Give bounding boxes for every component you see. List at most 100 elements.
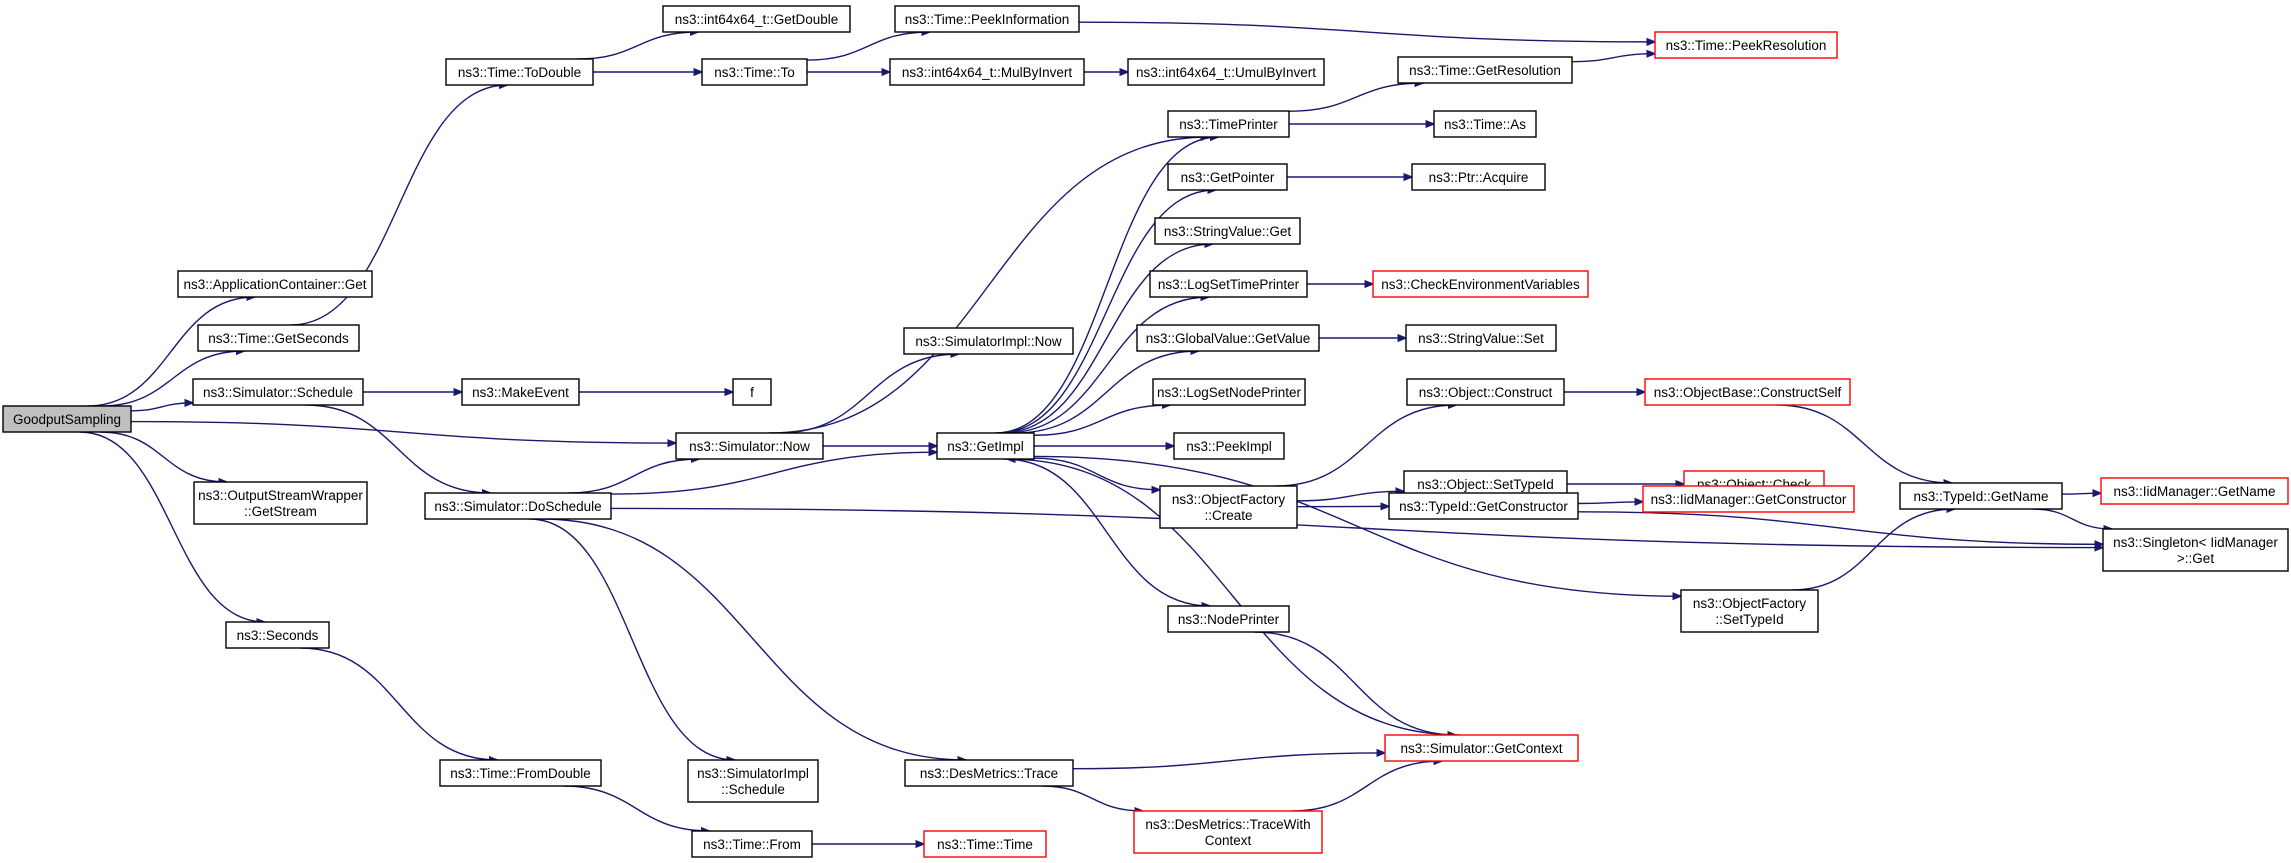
edge-tracewithcontext-to-getcontext [1291,761,1442,812]
node-label: ns3::ObjectBase::ConstructSelf [1654,385,1842,400]
node-singletonget[interactable]: ns3::Singleton< IidManager >::Get [2102,528,2289,572]
node-schedule[interactable]: ns3::Simulator::Schedule [192,378,364,406]
node-timeto[interactable]: ns3::Time::To [701,58,808,86]
node-peekinfo[interactable]: ns3::Time::PeekInformation [894,5,1080,33]
node-appget[interactable]: ns3::ApplicationContainer::Get [177,270,373,298]
node-timeas[interactable]: ns3::Time::As [1433,110,1537,138]
edge-typeidgetname-to-singletonget [2032,508,2112,529]
node-getpointer[interactable]: ns3::GetPointer [1167,163,1288,191]
edge-desmetricstrace-to-tracewithcontext [1041,785,1143,811]
edge-doschedule-to-simnow [568,459,699,494]
node-logsettimeprinter[interactable]: ns3::LogSetTimePrinter [1149,270,1308,298]
edge-doschedule-to-getimpl [610,452,937,495]
node-stringvalueget[interactable]: ns3::StringValue::Get [1154,217,1301,245]
node-label: ns3::Object::Construct [1419,385,1553,400]
edge-desmetricstrace-to-getcontext [1072,753,1385,770]
node-box [687,759,819,803]
node-simnow[interactable]: ns3::Simulator::Now [675,432,824,460]
node-nodeprinter[interactable]: ns3::NodePrinter [1167,605,1290,633]
node-getimpl[interactable]: ns3::GetImpl [936,432,1035,460]
edge-goodput-to-getseconds [100,351,245,407]
node-timefrom[interactable]: ns3::Time::From [691,830,813,858]
node-box [1433,110,1537,138]
node-typeidgetname[interactable]: ns3::TypeId::GetName [1899,482,2063,510]
node-label: ns3::int64x64_t::UmulByInvert [1136,65,1316,80]
node-box [691,830,813,858]
node-box [1680,589,1819,633]
node-simimplnow[interactable]: ns3::SimulatorImpl::Now [903,327,1074,355]
node-checkenv[interactable]: ns3::CheckEnvironmentVariables [1372,270,1589,298]
node-box [177,270,373,298]
node-label: ::Create [1204,508,1252,523]
node-mulbyinvert[interactable]: ns3::int64x64_t::MulByInvert [889,58,1085,86]
edge-goodput-to-appget [87,297,255,407]
edge-getimpl-to-globalvalue [1014,351,1199,434]
node-goodput[interactable]: GoodputSampling [2,405,132,433]
node-label: ns3::NodePrinter [1178,612,1280,627]
node-timeprinter[interactable]: ns3::TimePrinter [1167,110,1290,138]
node-getcontext[interactable]: ns3::Simulator::GetContext [1384,734,1579,762]
node-simimplschedule[interactable]: ns3::SimulatorImpl::Schedule [687,759,819,803]
edge-goodput-to-seconds [79,431,265,622]
edge-getcontext-to-getimpl [1007,459,1461,736]
node-objfactorycreate[interactable]: ns3::ObjectFactory::Create [1159,485,1298,529]
node-doschedule[interactable]: ns3::Simulator::DoSchedule [424,492,612,520]
node-stream[interactable]: ns3::OutputStreamWrapper::GetStream [193,481,368,525]
node-label: ns3::SimulatorImpl [697,766,809,781]
node-box [1405,324,1557,352]
edge-getimpl-to-logsetnodeprinter [1033,405,1170,436]
node-box [923,830,1047,858]
node-seconds[interactable]: ns3::Seconds [225,621,330,649]
node-box [2102,528,2289,572]
node-label: ns3::Simulator::Now [689,439,810,454]
node-todouble[interactable]: ns3::Time::ToDouble [445,58,594,86]
node-box [1167,110,1290,138]
node-ptracquire[interactable]: ns3::Ptr::Acquire [1411,163,1546,191]
node-timetime[interactable]: ns3::Time::Time [923,830,1047,858]
node-getseconds[interactable]: ns3::Time::GetSeconds [197,324,360,352]
node-label: ns3::GetPointer [1181,170,1275,185]
node-box [1388,492,1579,520]
node-objfactorysettypeid[interactable]: ns3::ObjectFactory::SetTypeId [1680,589,1819,633]
node-fromdouble[interactable]: ns3::Time::FromDouble [439,759,602,787]
node-iidgetconstructor[interactable]: ns3::IidManager::GetConstructor [1642,485,1855,513]
node-label: ns3::ObjectFactory [1693,596,1807,611]
node-label: ns3::Time::GetResolution [1409,63,1561,78]
node-box [445,58,594,86]
edge-getimpl-to-stringvalueget [1000,244,1213,434]
edge-constructself-to-typeidgetname [1776,404,1952,483]
node-typeidgetconstructor[interactable]: ns3::TypeId::GetConstructor [1388,492,1579,520]
edge-getimpl-to-nodeprinter [1003,458,1210,606]
node-getresolution[interactable]: ns3::Time::GetResolution [1397,56,1573,84]
node-label: ns3::Simulator::GetContext [1400,741,1562,756]
edge-simnow-to-simimplnow [779,354,959,434]
node-box [903,327,1074,355]
edge-typeidgetname-to-iidgetname [2061,493,2101,494]
node-globalvalue[interactable]: ns3::GlobalValue::GetValue [1136,324,1320,352]
node-box [1167,163,1288,191]
edge-getimpl-to-logsettimeprinter [1004,297,1209,434]
node-objconstruct[interactable]: ns3::Object::Construct [1406,378,1565,406]
node-box [1149,270,1308,298]
node-getdouble[interactable]: ns3::int64x64_t::GetDouble [662,5,851,33]
node-umulbyinvert[interactable]: ns3::int64x64_t::UmulByInvert [1127,58,1325,86]
edge-objfactorycreate-to-settypeid [1296,491,1404,502]
node-iidgetname[interactable]: ns3::IidManager::GetName [2100,477,2289,505]
edge-typeidgetconstructor-to-singletonget [1577,511,2103,544]
node-label: GoodputSampling [13,412,121,427]
node-logsetnodeprinter[interactable]: ns3::LogSetNodePrinter [1152,378,1306,406]
node-label: ns3::Singleton< IidManager [2113,535,2278,550]
node-peekimpl[interactable]: ns3::PeekImpl [1173,432,1285,460]
node-label: ns3::Time::From [703,837,801,852]
node-box [1167,605,1290,633]
node-stringvalueset[interactable]: ns3::StringValue::Set [1405,324,1557,352]
node-desmetricstrace[interactable]: ns3::DesMetrics::Trace [904,759,1074,787]
node-constructself[interactable]: ns3::ObjectBase::ConstructSelf [1644,378,1851,406]
node-makeevent[interactable]: ns3::MakeEvent [461,378,580,406]
node-label: ns3::Time::As [1444,117,1526,132]
edge-timeprinter-to-getresolution [1288,83,1423,112]
node-f[interactable]: f [732,378,772,406]
node-peekres[interactable]: ns3::Time::PeekResolution [1654,31,1838,59]
node-label: ns3::MakeEvent [472,385,569,400]
